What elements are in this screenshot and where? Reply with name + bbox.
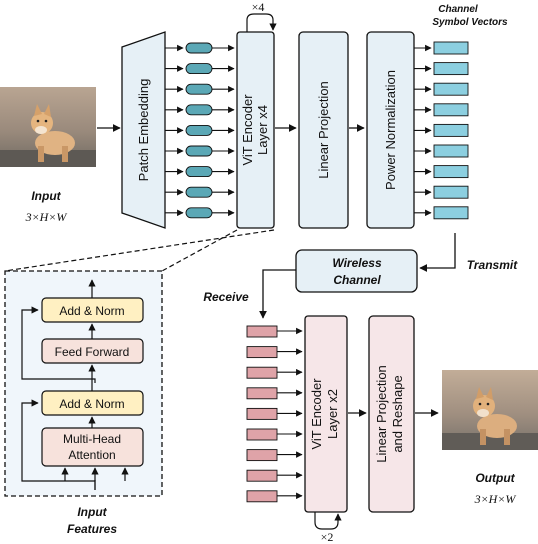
reshape-block xyxy=(368,315,415,513)
repeat-loop-top xyxy=(246,13,277,32)
received-symbol-vector xyxy=(246,469,278,482)
channel-symbol-label-line1: Channel xyxy=(438,4,478,15)
channel-symbol-vector xyxy=(433,206,469,220)
mha-label-line1: Multi-Head xyxy=(63,432,121,446)
repeat-count-top: ×4 xyxy=(252,0,265,14)
input-image xyxy=(0,87,96,167)
channel-symbol-vector xyxy=(433,123,469,137)
patch-token xyxy=(185,104,213,116)
channel-symbol-vectors xyxy=(414,41,469,220)
patch-tokens xyxy=(165,42,235,219)
receive-arrow xyxy=(259,269,296,319)
channel-symbol-vector xyxy=(433,165,469,179)
power-normalization-label: Power Normalization xyxy=(383,70,398,190)
repeat-loop-bottom xyxy=(314,512,342,530)
wireless-channel-line1: Wireless xyxy=(332,256,382,270)
linear-projection-block xyxy=(298,31,349,229)
reshape-label-line2: and Reshape xyxy=(390,375,405,452)
patch-embedding-label: Patch Embedding xyxy=(136,79,151,182)
channel-symbol-vector xyxy=(433,41,469,55)
decoder-vit-label-line1: ViT Encoder xyxy=(309,378,324,450)
channel-symbol-vector xyxy=(433,185,469,199)
reshape-label-line1: Linear Projection xyxy=(374,365,389,463)
patch-token xyxy=(185,186,213,198)
received-symbol-vector xyxy=(246,325,278,338)
input-dims: 3×H×W xyxy=(25,210,68,224)
add-norm-lower-label: Add & Norm xyxy=(59,397,124,411)
input-features-line1: Input xyxy=(77,505,107,519)
patch-token xyxy=(185,145,213,157)
patch-token xyxy=(185,42,213,54)
received-symbol-vector xyxy=(246,407,278,420)
zoom-line-right xyxy=(4,229,275,272)
received-symbol-vector xyxy=(246,428,278,441)
patch-token xyxy=(185,166,213,178)
received-symbols xyxy=(246,325,303,503)
patch-token xyxy=(185,207,213,219)
decoder-vit-block xyxy=(304,315,348,513)
wireless-channel-block xyxy=(295,249,418,293)
transmit-label: Transmit xyxy=(467,258,518,272)
channel-symbol-label-line2: Symbol Vectors xyxy=(432,17,508,28)
vit-encoder-block xyxy=(236,31,275,229)
decoder-vit-label-line2: Layer x2 xyxy=(325,389,340,439)
input-title: Input xyxy=(31,189,61,203)
transmit-arrow xyxy=(419,233,456,272)
wireless-channel-line2: Channel xyxy=(333,273,381,287)
zoom-line-left xyxy=(161,229,238,272)
output-dims: 3×H×W xyxy=(474,492,517,506)
received-symbol-vector xyxy=(246,366,278,379)
patch-token xyxy=(185,83,213,95)
channel-symbol-vector xyxy=(433,144,469,158)
residual-connection-2 xyxy=(21,306,96,383)
patch-token xyxy=(185,63,213,75)
repeat-count-bottom: ×2 xyxy=(321,530,334,544)
received-symbol-vector xyxy=(246,346,278,359)
channel-symbol-vector xyxy=(433,103,469,117)
output-title: Output xyxy=(475,471,515,485)
input-features-line2: Features xyxy=(67,522,117,536)
vit-encoder-label-line1: ViT Encoder xyxy=(240,94,255,166)
patch-token xyxy=(185,124,213,136)
received-symbol-vector xyxy=(246,490,278,503)
received-symbol-vector xyxy=(246,449,278,462)
receive-label: Receive xyxy=(203,290,249,304)
output-image xyxy=(442,370,538,450)
received-symbol-vector xyxy=(246,387,278,400)
channel-symbol-vector xyxy=(433,82,469,96)
linear-projection-label: Linear Projection xyxy=(316,81,331,179)
mha-label-line2: Attention xyxy=(68,448,115,462)
patch-embedding-block xyxy=(121,31,166,229)
add-norm-upper-label: Add & Norm xyxy=(59,304,124,318)
vit-encoder-label-line2: Layer x4 xyxy=(255,105,270,155)
feed-forward-label: Feed Forward xyxy=(55,345,130,359)
channel-symbol-vector xyxy=(433,62,469,76)
